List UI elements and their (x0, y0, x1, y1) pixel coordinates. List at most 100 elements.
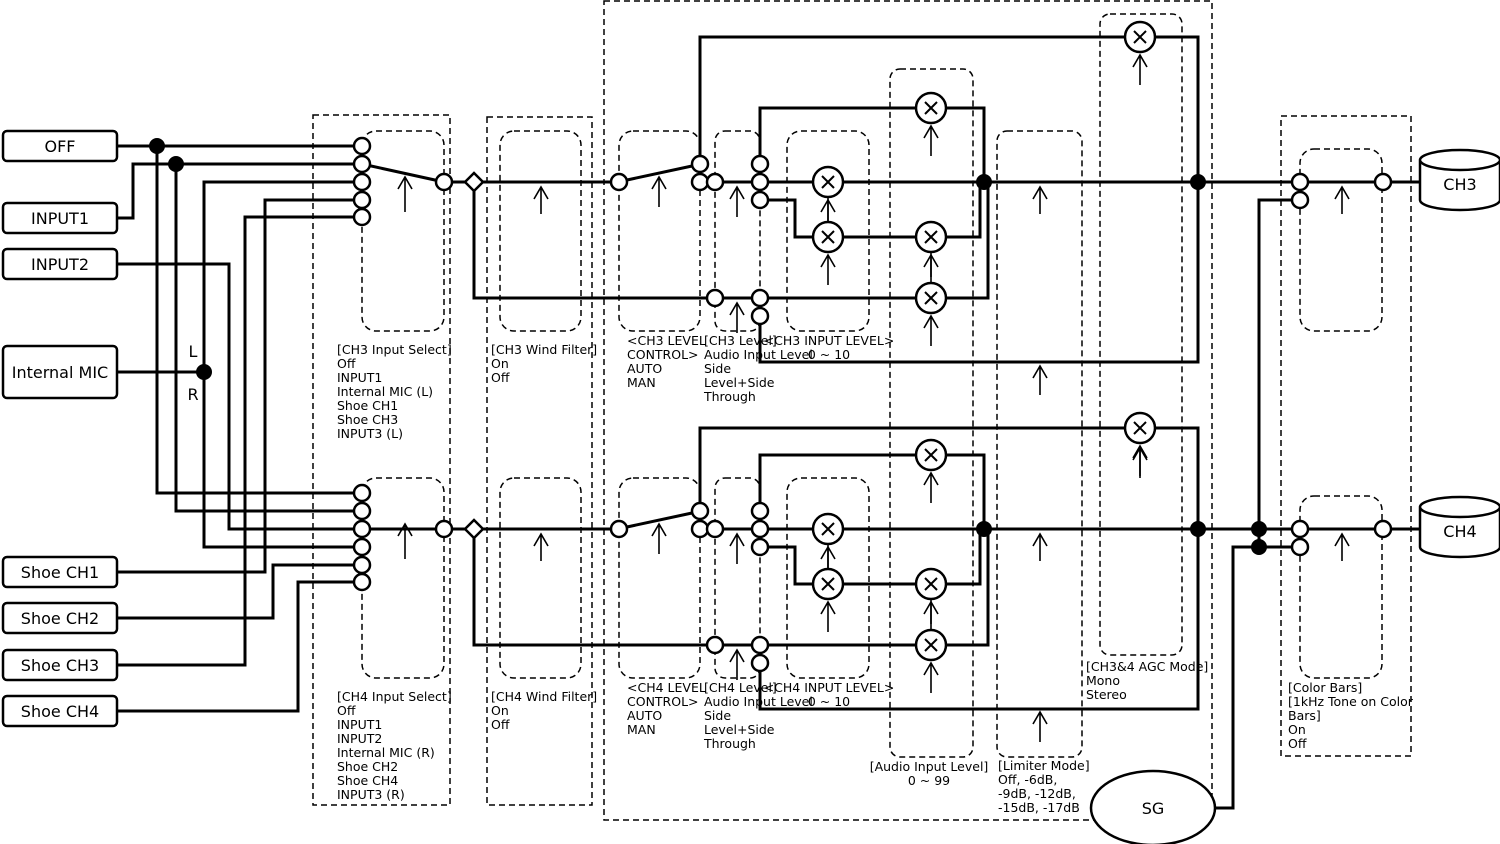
terminal (609, 172, 629, 192)
multiply-circle-icon (811, 512, 845, 546)
input-select-options: Off (337, 703, 356, 718)
input-select-box (361, 477, 445, 679)
level-options: Side (704, 708, 731, 723)
junction-dot (1251, 521, 1267, 537)
color-bars-box (1299, 148, 1383, 332)
wind-filter-options: Off (491, 717, 510, 732)
limiter-mode-label: -15dB, -17dB (998, 800, 1080, 815)
input-select-options: Internal MIC (L) (337, 384, 433, 399)
wire (117, 215, 362, 667)
level-options: Audio Input Level (704, 694, 813, 709)
wind-filter-box (499, 130, 582, 332)
level-options: Through (703, 389, 756, 404)
arrow-up-icon (651, 522, 667, 554)
terminal (1373, 172, 1393, 192)
input-source-label: Shoe CH2 (21, 609, 99, 628)
wire (1155, 426, 1200, 529)
arrow-up-icon (1132, 446, 1148, 478)
junction-dot (1251, 539, 1267, 555)
terminal (750, 190, 770, 210)
arrow-up-icon (729, 301, 745, 333)
wire (946, 529, 990, 647)
input-source-label: Shoe CH4 (21, 702, 99, 721)
arrow-up-icon (1032, 532, 1048, 561)
diamond-node (463, 171, 485, 193)
arrow-up-icon (729, 648, 745, 680)
input-source-label: Shoe CH3 (21, 656, 99, 675)
input-select-options: Shoe CH2 (337, 759, 398, 774)
junction-dot (976, 521, 992, 537)
input-source-label: INPUT1 (31, 209, 89, 228)
terminal (352, 190, 372, 210)
input-select-options: INPUT3 (R) (337, 787, 405, 802)
wire (1257, 198, 1292, 547)
arrow-up-icon (1032, 710, 1048, 742)
dashed-groups (312, 0, 1412, 821)
wire (1215, 545, 1292, 810)
terminal (690, 519, 710, 539)
limiter-mode-label: [Limiter Mode] (998, 758, 1090, 773)
limiter-mode-group (996, 130, 1083, 758)
level-options: [CH3 Level] (704, 333, 777, 348)
wind-filter-options: On (491, 703, 509, 718)
terminal (352, 537, 372, 557)
terminal (352, 207, 372, 227)
input-select-options: [CH3 Input Select] (337, 342, 452, 357)
input-source-label: Shoe CH1 (21, 563, 99, 582)
wind-filter-box (499, 477, 582, 679)
terminal (352, 136, 372, 156)
wire (1155, 35, 1200, 182)
wire (946, 182, 990, 300)
level-options: Level+Side (704, 722, 775, 737)
level-control-options: MAN (627, 375, 656, 390)
terminal (705, 288, 725, 308)
input-level-title: <CH4 INPUT LEVEL> (764, 680, 895, 695)
terminal (609, 519, 629, 539)
color-bars-label: On (1288, 722, 1306, 737)
level-options: Through (703, 736, 756, 751)
terminal (690, 154, 710, 174)
wire (174, 164, 362, 513)
wire (758, 529, 1200, 711)
terminal (352, 555, 372, 575)
input-level-range: 0 ~ 10 (808, 694, 850, 709)
input-select-options: [CH4 Input Select] (337, 689, 452, 704)
terminal (1290, 172, 1310, 192)
input-select-group (312, 114, 451, 806)
level-box (714, 130, 761, 332)
input-select-options: Off (337, 356, 356, 371)
arrow-up-icon (1132, 53, 1148, 85)
agc-mode-group (1099, 13, 1183, 656)
wire (758, 182, 1200, 364)
input-select-options: INPUT1 (337, 717, 382, 732)
agc-mode-label: Stereo (1086, 687, 1127, 702)
input-level-box (786, 130, 870, 332)
audio-input-level-group (889, 68, 974, 758)
level-processing-group (603, 0, 1213, 821)
wire (768, 198, 813, 239)
input-source-shoe-ch3 (1, 648, 119, 682)
terminal (705, 172, 725, 192)
wire (758, 453, 916, 503)
input-select-options: Shoe CH3 (337, 412, 398, 427)
input-source-input1 (1, 201, 119, 235)
junction-dot (1190, 174, 1206, 190)
wires (117, 35, 1420, 810)
wire (472, 191, 707, 300)
output-ch4-label: CH4 (1443, 522, 1476, 541)
signal-generator-label: SG (1142, 799, 1165, 818)
wind-filter-options: [CH4 Wind Filter] (491, 689, 597, 704)
arrow-up-icon (923, 661, 939, 693)
terminal (750, 288, 770, 308)
arrow-up-icon (923, 600, 939, 624)
terminal (352, 154, 372, 174)
multiply-circle-icon (811, 220, 845, 254)
arrow-up-icon (923, 253, 939, 277)
level-control-switch (626, 164, 693, 182)
terminal (690, 501, 710, 521)
junction-dot (1190, 521, 1206, 537)
input-select-options: INPUT1 (337, 370, 382, 385)
level-control-options: CONTROL> (627, 694, 699, 709)
input-source-internal-mic (1, 344, 119, 400)
